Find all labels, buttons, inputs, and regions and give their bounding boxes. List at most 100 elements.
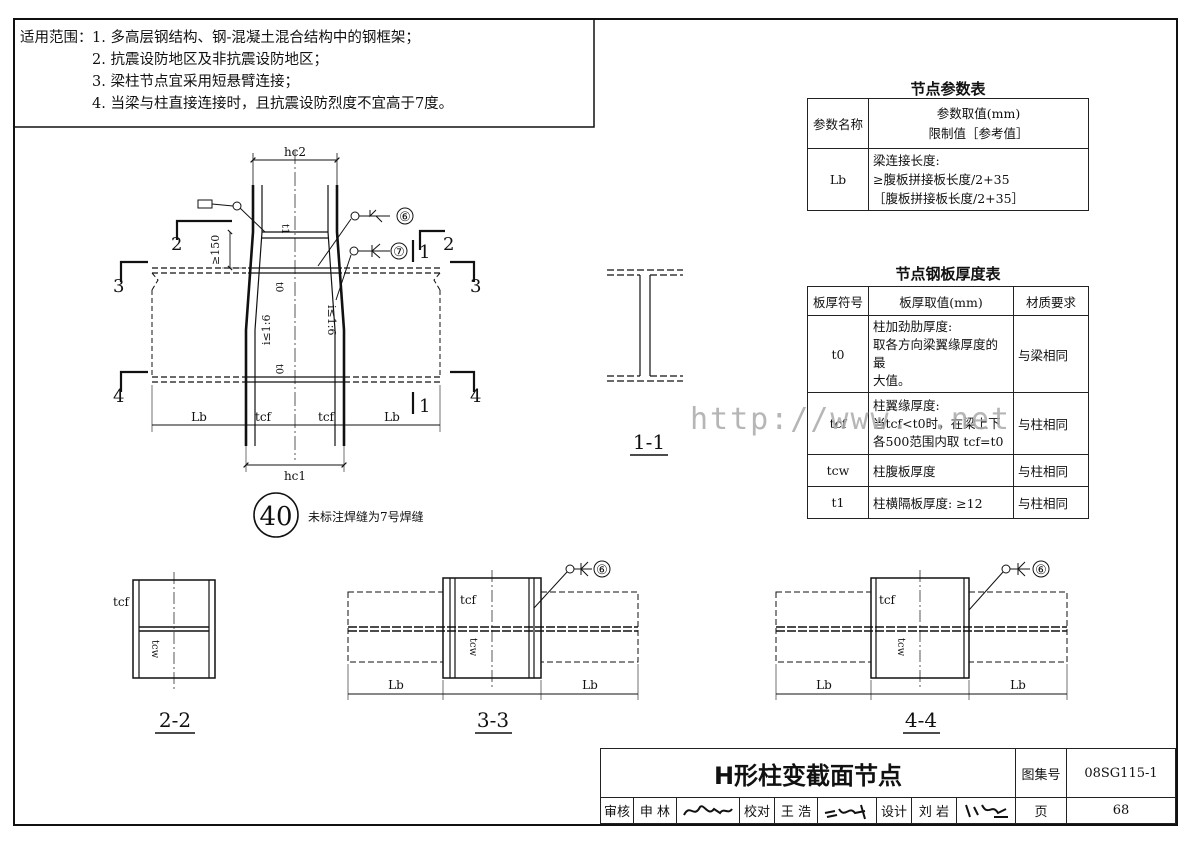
scope-note-2: 2. 抗震设防地区及非抗震设防地区； bbox=[92, 52, 328, 68]
plate-t0-line3: 大值。 bbox=[873, 373, 911, 388]
s33-lb-right: Lb bbox=[582, 678, 598, 692]
plate-header-val: 板厚取值(mm) bbox=[868, 286, 1014, 316]
design-label: 设计 bbox=[876, 797, 912, 824]
plate-row-tcw-val: 柱腹板厚度 bbox=[868, 454, 1014, 487]
param-row-lb-name: Lb bbox=[807, 148, 869, 211]
reviewer-signature bbox=[676, 797, 740, 824]
cut-1-top: 1 bbox=[419, 242, 430, 263]
dim-lb-right: Lb bbox=[384, 410, 400, 424]
main-detail-drawing bbox=[119, 150, 476, 538]
section-3-3-title: 3-3 bbox=[477, 708, 509, 732]
cut-1-bottom: 1 bbox=[419, 396, 430, 417]
param-lb-line3: ［腹板拼接板长度/2+35］ bbox=[873, 191, 1025, 206]
s33-weld-6: ⑥ bbox=[596, 563, 608, 578]
section-1-1-drawing bbox=[607, 269, 683, 456]
section-3-3-drawing bbox=[347, 560, 639, 734]
label-t0-bottom: t0 bbox=[273, 364, 284, 374]
plate-tcf-line1: 柱翼缘厚度: bbox=[873, 397, 940, 413]
review-label: 审核 bbox=[600, 797, 634, 824]
s22-tcw: tcw bbox=[149, 640, 160, 659]
plate-t0-line1: 柱加劲肋厚度: bbox=[873, 319, 953, 334]
dim-tcf-left: tcf bbox=[255, 410, 273, 424]
plate-row-t0-val: 柱加劲肋厚度: 取各方向梁翼缘厚度的最 大值。 bbox=[868, 315, 1014, 393]
plate-header-mat: 材质要求 bbox=[1013, 286, 1089, 316]
detail-number: 40 bbox=[259, 502, 292, 532]
notes-box bbox=[13, 18, 595, 128]
plate-tcf-line3: 各500范围内取 tcf=t0 bbox=[873, 433, 1004, 449]
weld-6-tag: ⑥ bbox=[399, 210, 411, 225]
param-lb-line1: 梁连接长度: bbox=[873, 153, 940, 168]
s44-tcw: tcw bbox=[895, 638, 906, 657]
label-t0-top: t0 bbox=[273, 282, 284, 292]
plate-row-t1-sym: t1 bbox=[807, 486, 869, 519]
designer-signature bbox=[956, 797, 1016, 824]
s44-lb-right: Lb bbox=[1010, 678, 1026, 692]
plate-row-tcw-mat: 与柱相同 bbox=[1013, 454, 1089, 487]
cut-2-right: 2 bbox=[443, 234, 454, 255]
label-slope-left: i≤1:6 bbox=[260, 315, 273, 345]
plate-row-t1-val: 柱横隔板厚度: ≥12 bbox=[868, 486, 1014, 519]
s44-lb-left: Lb bbox=[816, 678, 832, 692]
plate-row-tcw-sym: tcw bbox=[807, 454, 869, 487]
s22-tcf: tcf bbox=[113, 595, 131, 609]
plate-row-t1-mat: 与柱相同 bbox=[1013, 486, 1089, 519]
checker-signature bbox=[817, 797, 877, 824]
cut-4-right: 4 bbox=[470, 386, 481, 407]
param-table-title: 节点参数表 bbox=[910, 80, 986, 98]
label-t1: t1 bbox=[279, 224, 290, 234]
param-header-value: 参数取值(mm) 限制值［参考值］ bbox=[868, 98, 1089, 149]
page-number: 68 bbox=[1066, 797, 1176, 824]
param-header-name: 参数名称 bbox=[807, 98, 869, 149]
scope-note-3: 3. 梁柱节点宜采用短悬臂连接； bbox=[92, 74, 299, 90]
s44-weld-6: ⑥ bbox=[1035, 563, 1047, 578]
scope-note-4: 4. 当梁与柱直接连接时，且抗震设防烈度不宜高于7度。 bbox=[92, 96, 454, 112]
param-table: 参数名称 参数取值(mm) 限制值［参考值］ Lb 梁连接长度: ≥腹板拼接板长… bbox=[807, 98, 1089, 211]
watermark: http://www. .net bbox=[690, 402, 1011, 437]
param-row-lb-value: 梁连接长度: ≥腹板拼接板长度/2+35 ［腹板拼接板长度/2+35］ bbox=[868, 148, 1089, 211]
weld-7-tag: ⑦ bbox=[393, 245, 405, 260]
drawing-title: H形柱变截面节点 bbox=[600, 748, 1016, 798]
s44-tcf: tcf bbox=[879, 593, 897, 607]
param-header-value-line2: 限制值［参考值］ bbox=[928, 125, 1029, 141]
plate-header-sym: 板厚符号 bbox=[807, 286, 869, 316]
check-label: 校对 bbox=[739, 797, 775, 824]
cut-2-left: 2 bbox=[171, 234, 182, 255]
section-1-1-title: 1-1 bbox=[633, 430, 665, 454]
plate-row-tcf-sym: tcf bbox=[807, 392, 869, 455]
param-header-value-line1: 参数取值(mm) bbox=[936, 105, 1021, 121]
title-block: H形柱变截面节点 图集号 08SG115-1 审核 申 林 校对 王 浩 设计 … bbox=[600, 748, 1176, 824]
sheet-border bbox=[13, 18, 1178, 826]
page-label: 页 bbox=[1015, 797, 1067, 824]
plate-tcf-line2: 当tcf<t0时，在梁上下 bbox=[873, 415, 1001, 431]
dim-hc2: hc2 bbox=[284, 145, 306, 159]
cut-3-left: 3 bbox=[113, 276, 124, 297]
scope-note-1: 1. 多高层钢结构、钢-混凝土混合结构中的钢框架； bbox=[92, 30, 420, 46]
section-2-2-drawing bbox=[132, 572, 216, 734]
dim-ge150: ≥150 bbox=[209, 235, 222, 265]
s33-lb-left: Lb bbox=[388, 678, 404, 692]
scope-notes-lead: 适用范围： bbox=[20, 30, 93, 46]
atlas-label: 图集号 bbox=[1015, 748, 1067, 798]
plate-row-t0-mat: 与梁相同 bbox=[1013, 315, 1089, 393]
section-4-4-drawing bbox=[775, 560, 1068, 734]
param-lb-line2: ≥腹板拼接板长度/2+35 bbox=[873, 172, 1010, 187]
plate-row-t0-sym: t0 bbox=[807, 315, 869, 393]
detail-note: 未标注焊缝为7号焊缝 bbox=[308, 509, 424, 524]
s33-tcf: tcf bbox=[460, 593, 478, 607]
designer-name: 刘 岩 bbox=[911, 797, 957, 824]
dim-hc1: hc1 bbox=[284, 469, 306, 483]
dim-tcf-right: tcf bbox=[318, 410, 336, 424]
section-2-2-title: 2-2 bbox=[159, 708, 191, 732]
plate-table: 板厚符号 板厚取值(mm) 材质要求 t0 柱加劲肋厚度: 取各方向梁翼缘厚度的… bbox=[807, 286, 1089, 519]
dim-lb-left: Lb bbox=[191, 410, 207, 424]
plate-table-title: 节点钢板厚度表 bbox=[895, 265, 1001, 283]
label-slope-right: i≤1:6 bbox=[325, 305, 338, 335]
plate-t0-line2: 取各方向梁翼缘厚度的最 bbox=[873, 337, 999, 370]
cut-4-left: 4 bbox=[113, 386, 124, 407]
cut-3-right: 3 bbox=[470, 276, 481, 297]
atlas-number: 08SG115-1 bbox=[1066, 748, 1176, 798]
section-4-4-title: 4-4 bbox=[905, 708, 937, 732]
s33-tcw: tcw bbox=[467, 638, 478, 657]
reviewer-name: 申 林 bbox=[633, 797, 677, 824]
